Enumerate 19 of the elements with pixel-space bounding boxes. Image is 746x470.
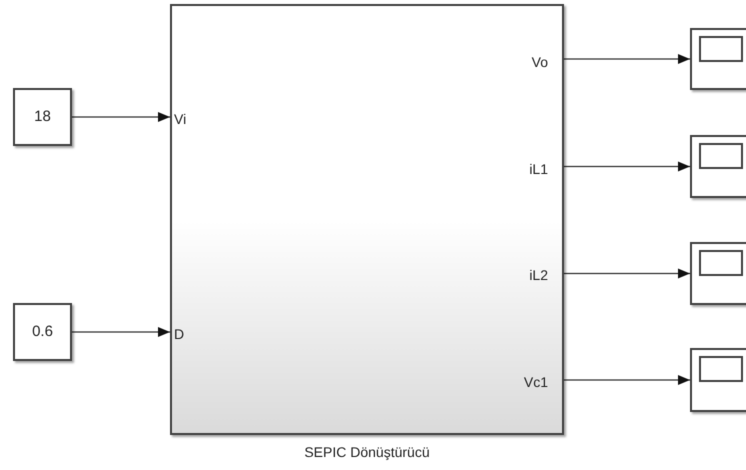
scope-block <box>690 28 746 90</box>
constant-block: 0.6 <box>13 303 72 361</box>
port-label: iL2 <box>529 267 548 283</box>
signal-arrow <box>564 375 690 385</box>
signal-arrow <box>564 162 690 172</box>
constant-block: 18 <box>13 88 72 146</box>
port-label: D <box>174 326 184 342</box>
port-label: Vi <box>174 111 186 127</box>
scope-block <box>690 135 746 198</box>
port-label: iL1 <box>529 161 548 177</box>
scope-block <box>690 242 746 305</box>
port-label: Vo <box>532 54 548 70</box>
signal-arrow <box>72 327 170 337</box>
port-label: Vc1 <box>524 374 548 390</box>
scope-block <box>690 348 746 412</box>
block-caption: SEPIC Dönüştürücü <box>303 444 431 460</box>
signal-arrow <box>564 268 690 278</box>
signal-arrow <box>72 112 170 122</box>
signal-arrow <box>564 54 690 64</box>
